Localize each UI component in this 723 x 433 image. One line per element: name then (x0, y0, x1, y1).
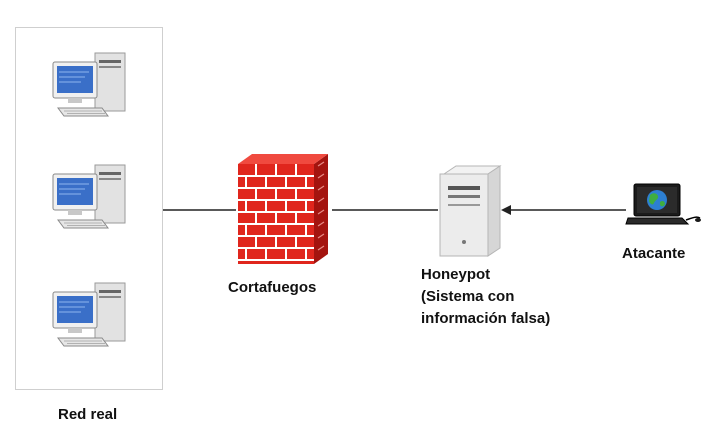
real-network-label: Red real (58, 406, 118, 423)
honeypot-label-line1: Honeypot (421, 266, 491, 283)
server-tower-icon (439, 165, 502, 257)
desktop-computer-icon (52, 52, 126, 117)
desktop-computer-icon (52, 164, 126, 229)
honeypot-label-line3: información falsa) (421, 310, 551, 327)
firewall-brick-wall-icon (238, 154, 328, 264)
desktop-computer-icon (52, 282, 126, 347)
firewall-label: Cortafuegos (228, 279, 317, 296)
laptop-globe-icon (625, 183, 701, 225)
honeypot-label-line2: (Sistema con (421, 288, 515, 305)
attacker-label: Atacante (622, 245, 686, 262)
